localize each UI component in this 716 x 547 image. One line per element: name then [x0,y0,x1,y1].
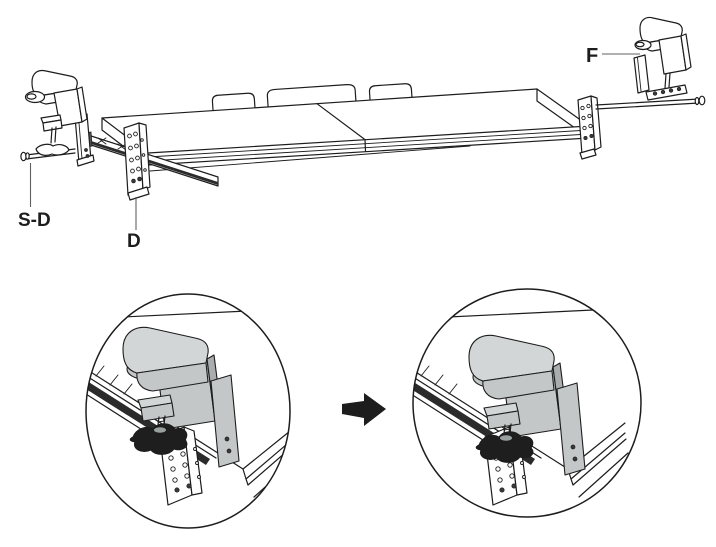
detail-circle-right [412,288,642,518]
detail-circle-left [85,293,291,529]
tray [101,83,590,172]
rod-screw-right [595,95,706,110]
tray-tab [368,83,413,101]
label-sd: S-D [18,210,51,231]
detail-view-after [412,288,642,518]
slide-rail-left [85,131,219,187]
clamp-left-star-knob [35,143,70,156]
clamp-right-f [633,16,692,101]
label-f: F [586,45,598,67]
label-d: D [127,231,141,252]
screw-right-head [698,95,706,106]
clamp-right-base [645,84,688,101]
tray-seam [316,103,367,152]
clamp-left [24,69,95,167]
detail-view-before [85,293,291,529]
bracket-right [577,95,602,160]
tray-tab [211,92,256,111]
bracket-d [123,122,151,201]
step-arrow-icon [342,393,386,426]
tray-tab [266,84,357,107]
main-assembly-view: F S-D D [18,16,706,252]
